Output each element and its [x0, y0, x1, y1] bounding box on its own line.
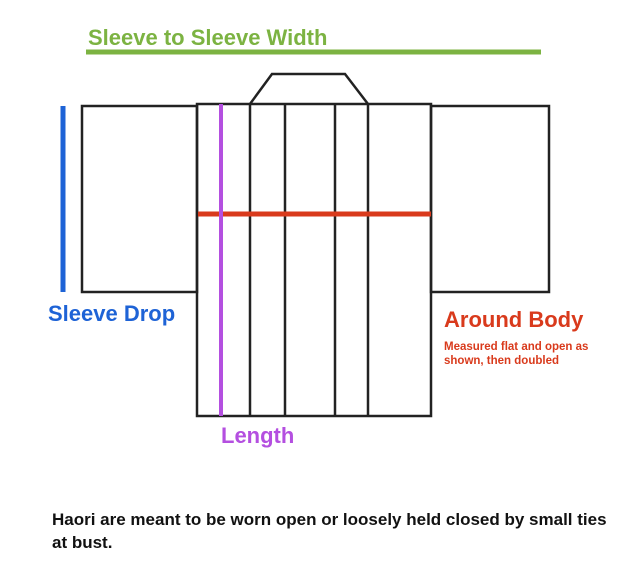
- caption: Haori are meant to be worn open or loose…: [52, 510, 607, 552]
- length-label: Length: [221, 423, 295, 448]
- around-body-label: Around Body: [444, 307, 584, 332]
- sleeve-drop-label: Sleeve Drop: [48, 301, 176, 326]
- sleeve-width-label: Sleeve to Sleeve Width: [88, 25, 328, 50]
- body-panel: [195, 102, 433, 418]
- collar: [248, 72, 369, 105]
- around-body-note: Measured flat and open as shown, then do…: [444, 341, 589, 367]
- left-sleeve: [80, 104, 199, 294]
- haori-outline: [80, 72, 551, 418]
- right-sleeve: [429, 104, 551, 294]
